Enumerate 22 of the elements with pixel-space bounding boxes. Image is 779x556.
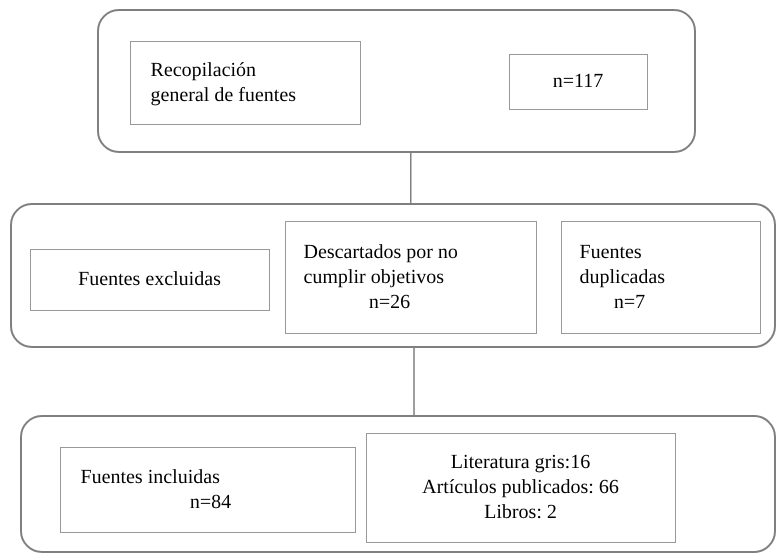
box-text: Fuentes incluidas	[80, 464, 221, 490]
process-box	[30, 248, 270, 310]
box-text: n=84	[188, 490, 232, 514]
process-box	[508, 54, 648, 110]
box-text: n=117	[552, 69, 604, 94]
box-text: n=26	[368, 290, 412, 314]
box-text: Artículos publicados: 66	[421, 475, 620, 500]
box-text: n=7	[612, 290, 646, 314]
connector-line	[410, 153, 412, 203]
box-text: Libros: 2	[483, 500, 558, 525]
connector-line	[413, 348, 415, 415]
process-box	[130, 40, 360, 124]
stage-panel	[20, 415, 776, 553]
process-box	[284, 220, 536, 334]
process-box	[560, 220, 760, 334]
box-text: Recopilación general de fuentes	[150, 58, 297, 108]
process-box	[366, 432, 676, 542]
box-text: Fuentes excluidas	[77, 267, 222, 292]
box-text: Literatura gris:16	[450, 450, 592, 475]
stage-panel	[97, 9, 696, 153]
process-box	[60, 446, 356, 532]
stage-panel	[10, 203, 776, 348]
